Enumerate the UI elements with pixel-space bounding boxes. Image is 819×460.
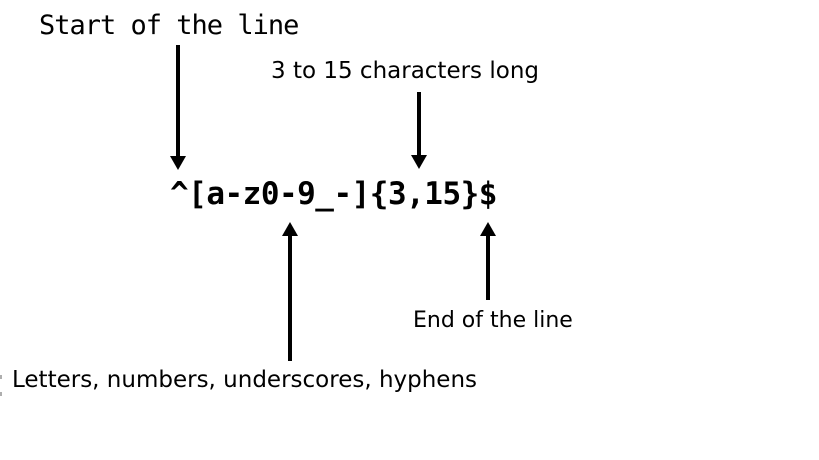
arrow-shaft: [417, 92, 421, 157]
left-edge-artifact: [0, 375, 2, 379]
arrow-shaft: [288, 234, 292, 361]
end-of-line-up-arrow-icon: [480, 222, 496, 300]
arrow-head: [411, 155, 427, 169]
arrow-head: [480, 222, 496, 236]
arrow-shaft: [486, 234, 490, 300]
charset-up-arrow-icon: [282, 222, 298, 361]
length-label: 3 to 15 characters long: [271, 58, 539, 84]
start-of-line-down-arrow-icon: [170, 45, 186, 170]
arrow-shaft: [176, 45, 180, 158]
regex-pattern: ^[a-z0-9_-]{3,15}$: [170, 176, 497, 212]
left-edge-artifact: [0, 392, 2, 396]
end-of-line-label: End of the line: [413, 308, 573, 333]
arrow-head: [170, 156, 186, 170]
arrow-head: [282, 222, 298, 236]
charset-label: Letters, numbers, underscores, hyphens: [12, 367, 478, 393]
length-down-arrow-icon: [411, 92, 427, 169]
start-of-line-label: Start of the line: [39, 10, 299, 41]
